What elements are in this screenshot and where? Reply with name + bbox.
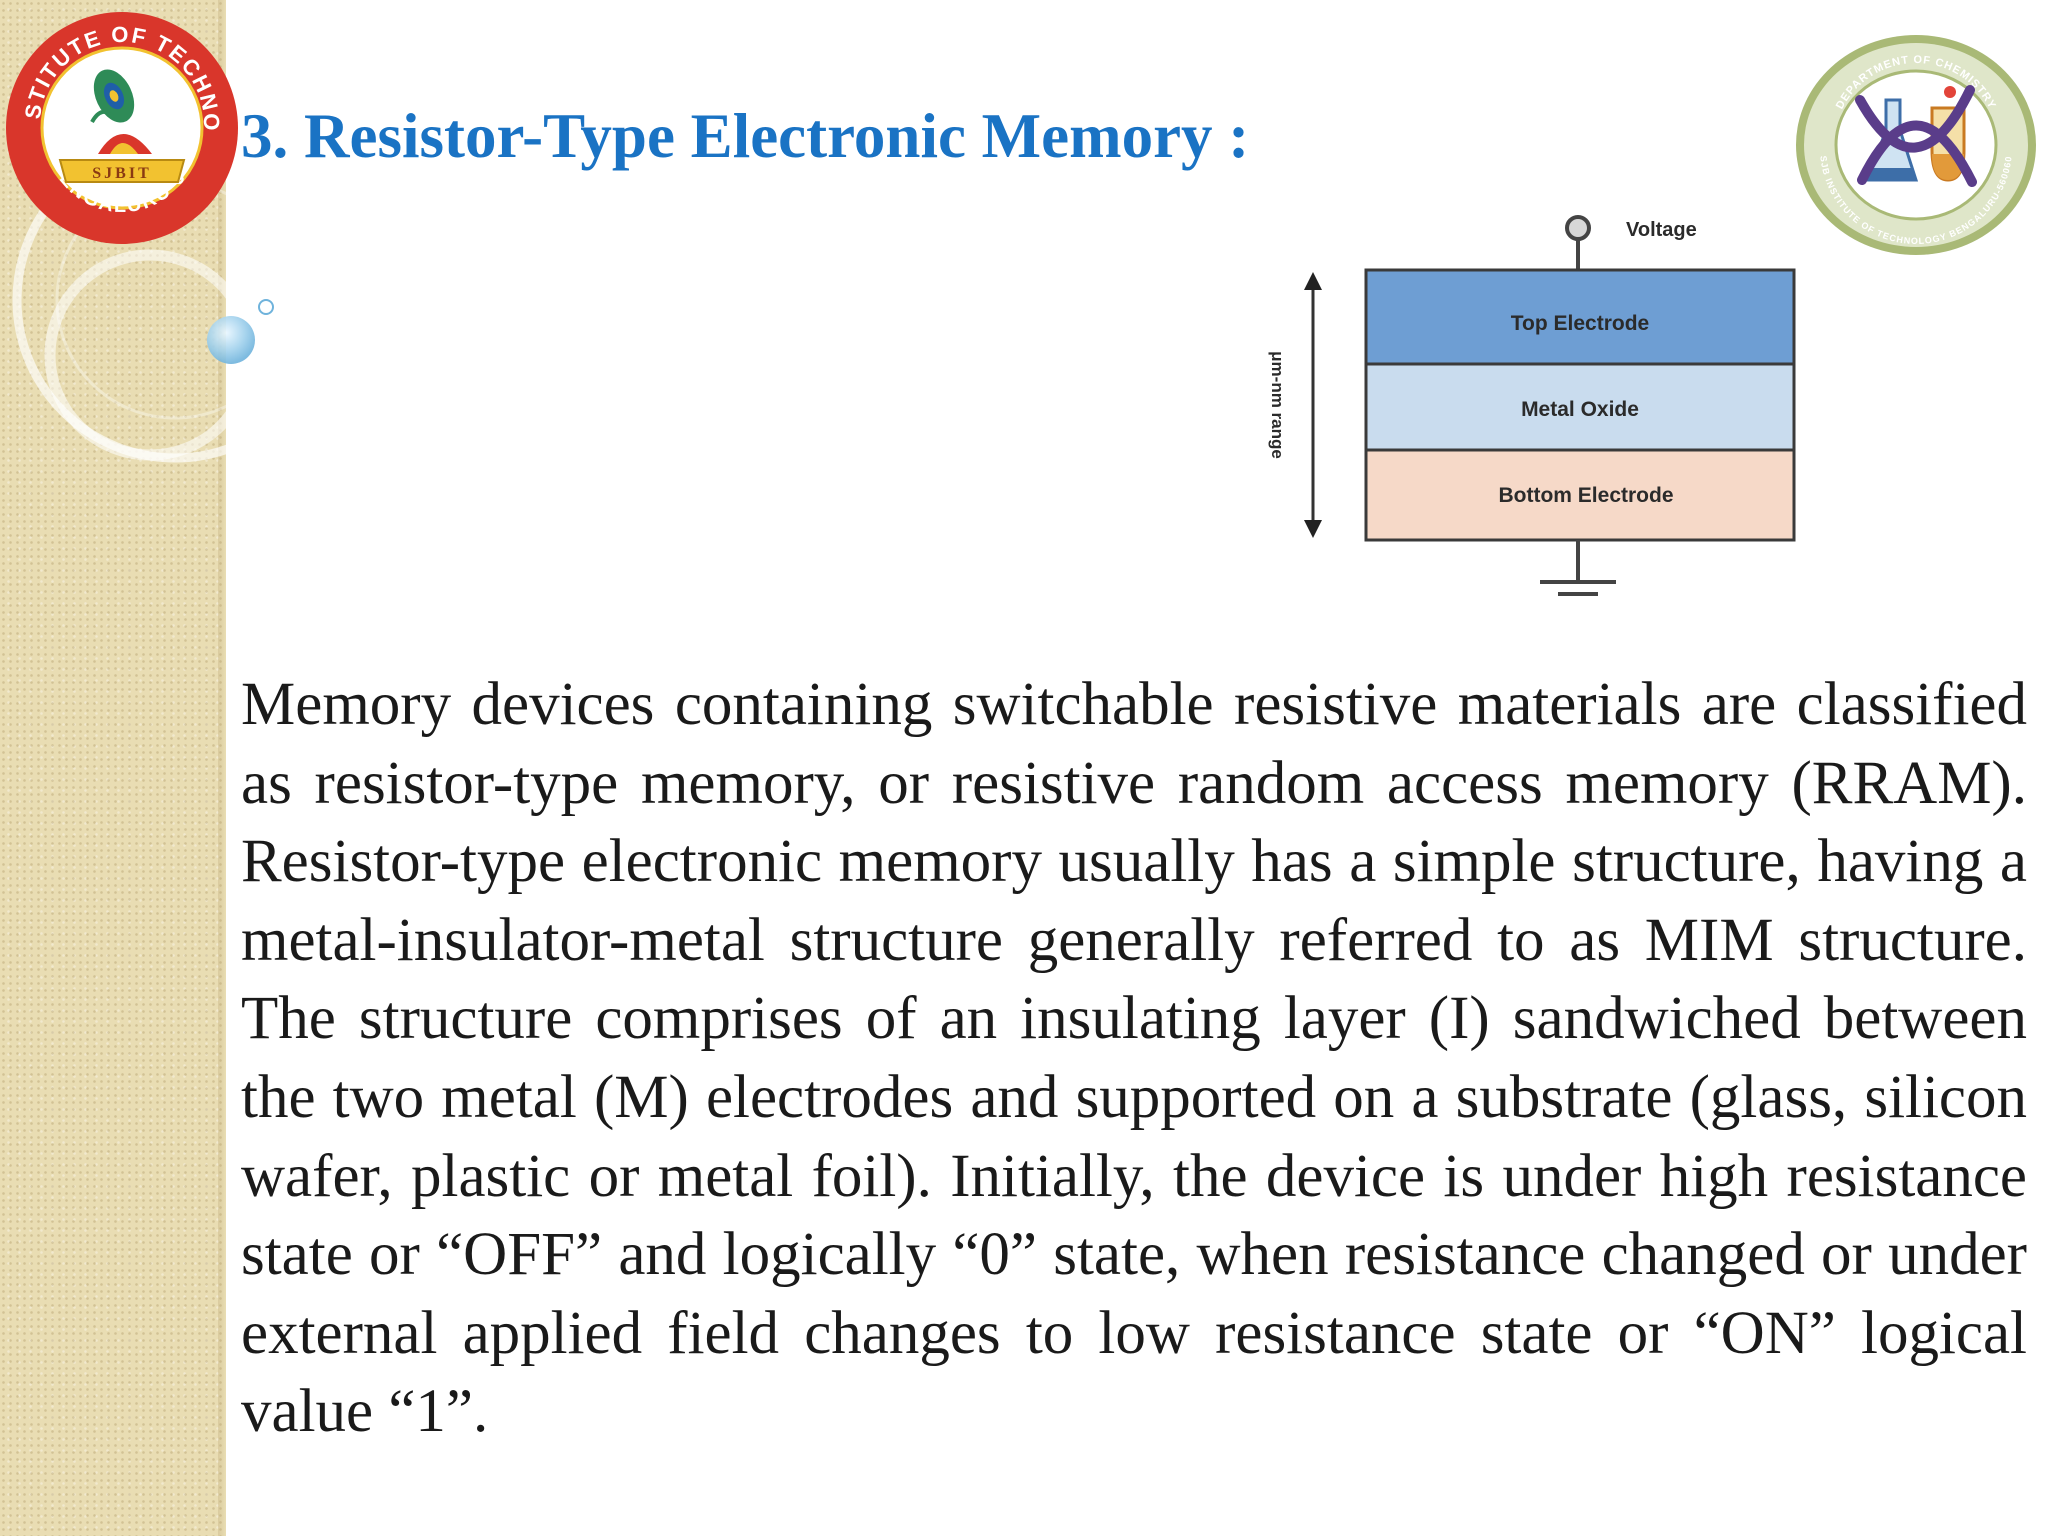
layer-label-top-electrode: Top Electrode (1511, 312, 1649, 335)
layer-label-metal-oxide: Metal Oxide (1521, 398, 1639, 421)
side-strip (0, 0, 226, 1536)
layer-metal-oxide (1364, 362, 1796, 452)
deco-ring-small (44, 249, 256, 461)
layer-top-electrode (1364, 268, 1796, 366)
voltage-label: Voltage (1626, 219, 1697, 241)
body-paragraph: Memory devices containing switchable res… (241, 671, 2027, 1446)
institute-logo: SJB INSTITUTE OF TECHNOLOGY BENGALURU-60… (2, 4, 238, 244)
svg-text:SJBIT: SJBIT (92, 165, 151, 182)
department-logo: DEPARTMENT OF CHEMISTRY SJB INSTITUTE OF… (1796, 35, 2036, 255)
mim-structure-diagram: Voltage Top Electrode Metal Oxide Bottom… (1268, 215, 1796, 596)
range-label: μm-nm range (1268, 351, 1287, 459)
slide-title: 3. Resistor-Type Electronic Memory : (241, 101, 1250, 171)
layer-bottom-electrode (1364, 448, 1796, 542)
range-arrow-down-icon (1304, 520, 1322, 538)
side-strip-edge (218, 0, 226, 1536)
layer-label-bottom-electrode: Bottom Electrode (1498, 484, 1673, 507)
deco-bubble-small (258, 299, 274, 315)
voltage-terminal-icon (1565, 215, 1591, 241)
deco-bubble-large (207, 316, 255, 364)
range-arrow-up-icon (1304, 272, 1322, 290)
